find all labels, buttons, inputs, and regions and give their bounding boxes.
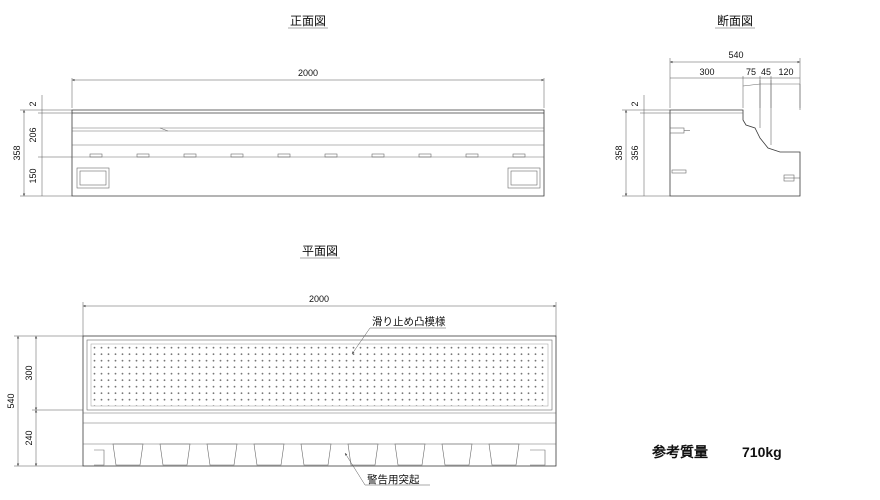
front-view-title-group: 正面図 xyxy=(288,14,328,29)
reference-weight: 参考質量 710kg xyxy=(652,444,782,460)
section-view-title: 断面図 xyxy=(717,13,753,28)
warning-protrusions xyxy=(94,443,546,466)
front-bumps xyxy=(89,153,526,158)
section-top-thickness-dimension: 2 xyxy=(630,101,640,106)
section-view-title-group: 断面図 xyxy=(715,13,755,29)
front-view-title: 正面図 xyxy=(290,14,326,28)
plan-view-title: 平面図 xyxy=(302,244,338,258)
section-view: 540 300 75 45 120 358 2 356 xyxy=(614,50,801,197)
slip-pattern-label: 滑り止め凸模様 xyxy=(372,315,446,328)
section-w1-dimension: 300 xyxy=(699,67,714,77)
plan-total-depth-dimension: 540 xyxy=(6,393,16,408)
front-total-height-dimension: 358 xyxy=(12,145,22,160)
section-total-height-dimension: 358 xyxy=(614,145,624,160)
section-w3-dimension: 45 xyxy=(761,67,771,77)
section-width-dimension: 540 xyxy=(728,50,743,60)
plan-width-dimension: 2000 xyxy=(309,294,329,304)
front-view: 2000 xyxy=(12,68,545,197)
front-upper-height-dimension: 206 xyxy=(28,127,38,142)
plan-view: 2000 滑り止め凸模様 警告用突起 xyxy=(6,294,557,486)
front-top-thickness-dimension: 2 xyxy=(28,101,38,106)
reference-weight-label: 参考質量 xyxy=(652,444,708,460)
plan-view-title-group: 平面図 xyxy=(300,244,340,259)
section-inner-height-dimension: 356 xyxy=(630,145,640,160)
section-w4-dimension: 120 xyxy=(778,67,793,77)
plan-lower-depth-dimension: 240 xyxy=(24,430,34,445)
plan-upper-depth-dimension: 300 xyxy=(24,365,34,380)
front-lower-height-dimension: 150 xyxy=(28,168,38,183)
reference-weight-value: 710kg xyxy=(742,444,782,460)
slip-pattern-area xyxy=(90,343,549,407)
warning-protrusion-label: 警告用突起 xyxy=(367,473,420,486)
front-width-dimension: 2000 xyxy=(298,68,318,78)
section-w2-dimension: 75 xyxy=(746,67,756,77)
